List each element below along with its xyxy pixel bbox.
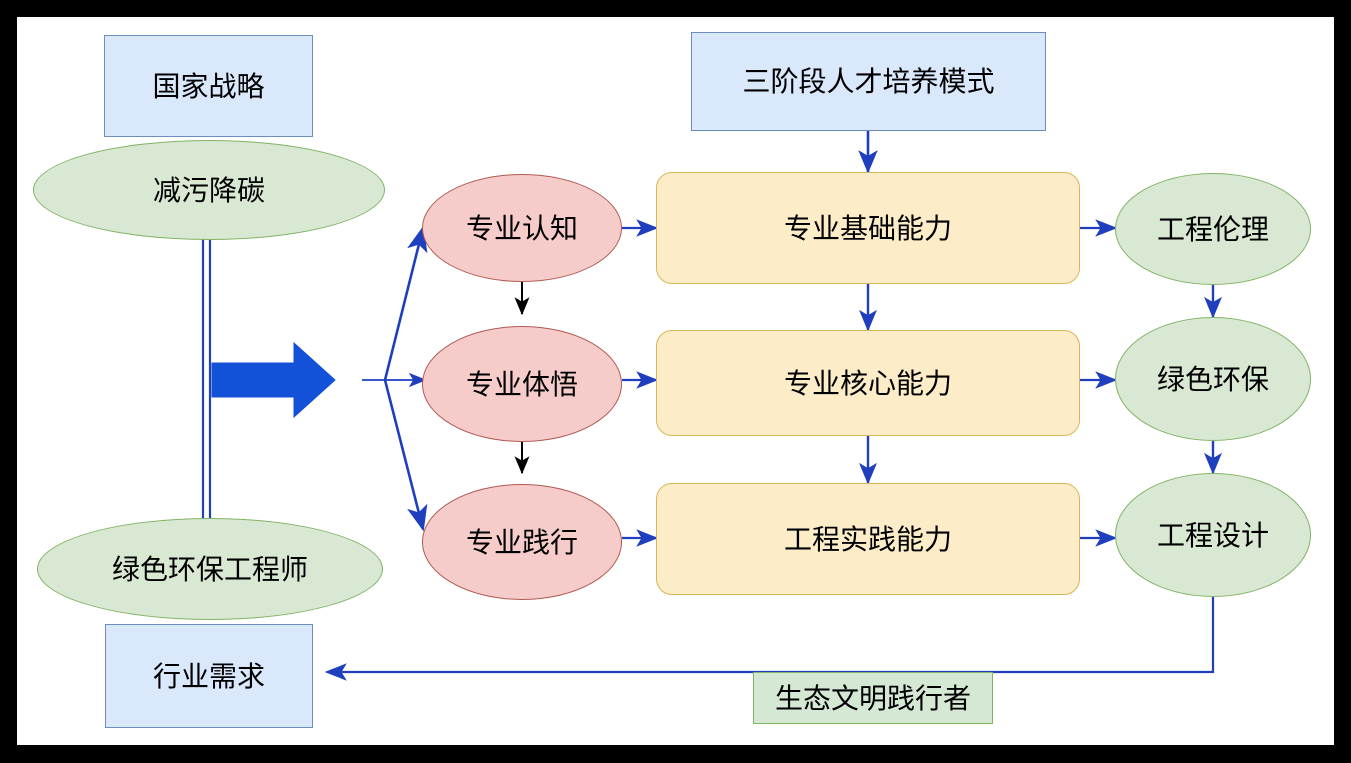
node-label: 专业践行 [465, 526, 578, 558]
diagram-canvas: 国家战略 减污降碳 绿色环保工程师 行业需求 三阶段人才培养模式 专业认知 专业… [17, 17, 1334, 745]
node-outcome-design[interactable]: 工程设计 [1115, 473, 1311, 597]
edge-double-line-drivers [201, 239, 212, 539]
node-label: 绿色环保工程师 [111, 553, 308, 585]
node-label: 生态文明践行者 [774, 682, 971, 714]
edge-thick-block-arrow [211, 341, 336, 419]
node-label: 专业基础能力 [783, 212, 952, 244]
connector-layer [201, 131, 1222, 681]
node-label: 专业核心能力 [783, 367, 952, 399]
node-label: 工程设计 [1156, 519, 1269, 551]
node-outcome-green[interactable]: 绿色环保 [1115, 317, 1311, 441]
node-outcome-ethics[interactable]: 工程伦理 [1115, 173, 1311, 285]
edge-fan-to-stages [362, 225, 428, 532]
node-label: 工程实践能力 [783, 523, 952, 555]
node-pollution-carbon-reduction[interactable]: 减污降碳 [33, 140, 385, 240]
node-label: 减污降碳 [152, 174, 265, 206]
node-stage-practice[interactable]: 专业践行 [422, 484, 622, 600]
node-label: 国家战略 [152, 70, 265, 102]
node-stage-cognition[interactable]: 专业认知 [422, 174, 622, 282]
edge-design-to-industry-demand [324, 597, 1215, 681]
node-ability-engineering-practice[interactable]: 工程实践能力 [656, 483, 1080, 595]
node-national-strategy[interactable]: 国家战略 [104, 35, 313, 137]
node-label: 专业认知 [465, 212, 578, 244]
node-label: 行业需求 [152, 660, 265, 692]
node-green-engineer[interactable]: 绿色环保工程师 [37, 518, 383, 620]
node-label: 绿色环保 [1156, 363, 1269, 395]
node-three-stage-model[interactable]: 三阶段人才培养模式 [691, 32, 1046, 131]
node-ability-basic[interactable]: 专业基础能力 [656, 172, 1080, 284]
node-label: 三阶段人才培养模式 [742, 66, 995, 97]
node-stage-perception[interactable]: 专业体悟 [422, 326, 622, 442]
node-eco-practitioner[interactable]: 生态文明践行者 [753, 672, 993, 724]
node-label: 专业体悟 [465, 368, 578, 400]
node-industry-demand[interactable]: 行业需求 [105, 624, 313, 728]
node-ability-core[interactable]: 专业核心能力 [656, 330, 1080, 436]
node-label: 工程伦理 [1156, 213, 1269, 245]
